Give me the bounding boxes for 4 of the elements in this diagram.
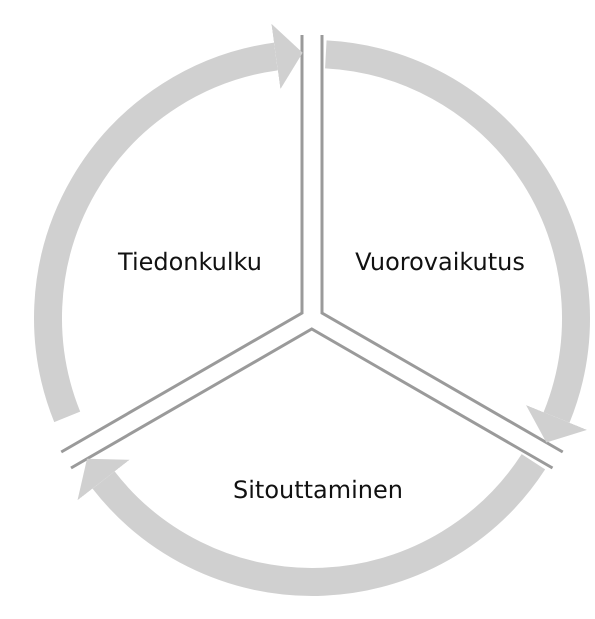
segment-label: Sitouttaminen [233, 476, 403, 504]
segment-label: Tiedonkulku [118, 248, 262, 276]
cycle-arrow [78, 453, 545, 596]
segment-label: Vuorovaikutus [355, 248, 525, 276]
